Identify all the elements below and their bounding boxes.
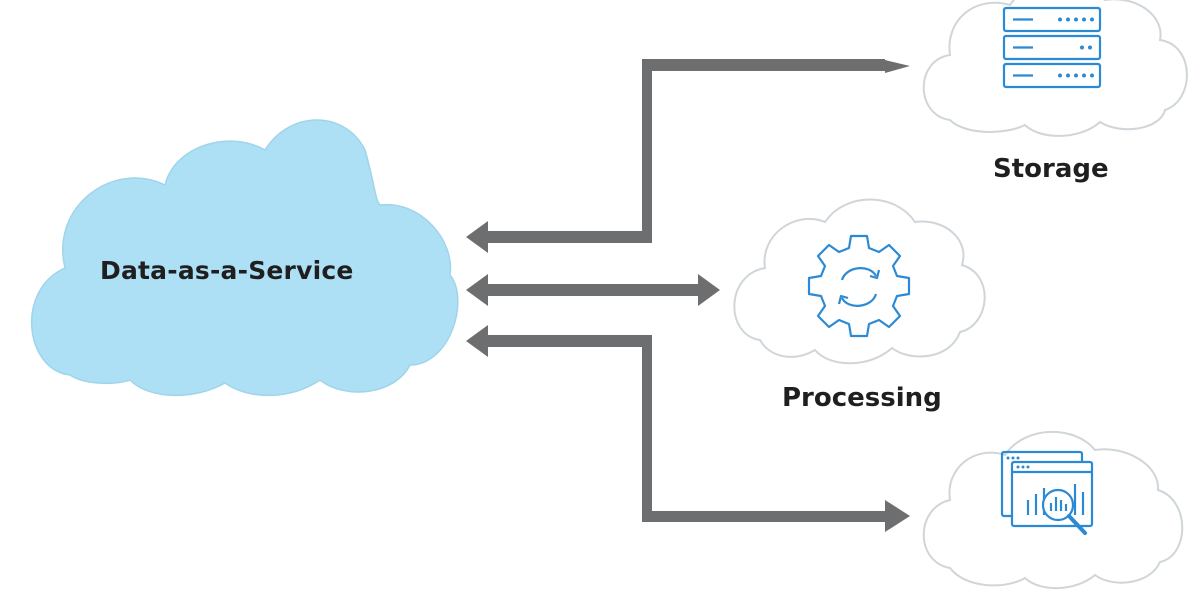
main-cloud bbox=[31, 119, 459, 397]
processing-label: Processing bbox=[782, 383, 942, 413]
processing-bidirectional-arrow bbox=[466, 274, 720, 306]
storage-cloud bbox=[922, 0, 1188, 137]
analytics-return-arrow bbox=[466, 325, 910, 532]
arrows bbox=[466, 59, 910, 532]
server-rack-icon bbox=[1002, 6, 1102, 89]
processing-cloud bbox=[733, 198, 986, 365]
gear-sync-icon bbox=[807, 234, 911, 338]
storage-return-arrow bbox=[466, 59, 910, 253]
analytics-magnifier-icon bbox=[1000, 450, 1094, 535]
storage-label: Storage bbox=[993, 154, 1109, 184]
data-as-a-service-label: Data-as-a-Service bbox=[100, 256, 354, 285]
